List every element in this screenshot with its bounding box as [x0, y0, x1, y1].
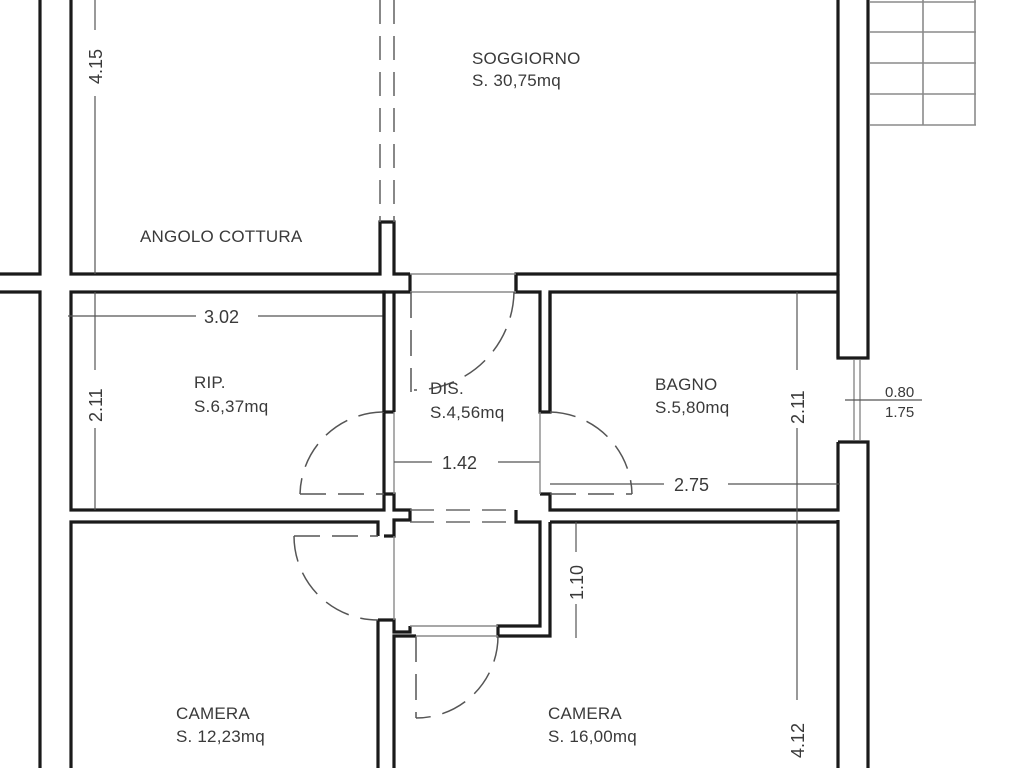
living-room-walls: [514, 0, 840, 292]
soggiorno-name: SOGGIORNO: [472, 49, 581, 68]
rip-name: RIP.: [194, 373, 226, 392]
window-width-label: 0.80: [885, 384, 914, 401]
camera1-area: S. 12,23mq: [176, 727, 265, 746]
dis-walls: [382, 274, 840, 538]
dim-bagno-height-label: 2.11: [788, 390, 808, 424]
dis-bottom-opening: [410, 509, 516, 523]
bagno-walls: [540, 292, 840, 512]
dis-area: S.4,56mq: [430, 403, 504, 422]
camera2-name: CAMERA: [548, 704, 622, 723]
dim-camera2-offset-label: 1.10: [567, 565, 587, 600]
camera1-door: [293, 535, 395, 621]
dim-camera2-height-label: 4.12: [788, 723, 808, 758]
camera2-door: [415, 635, 499, 719]
kitchen-living-opening: [379, 0, 395, 222]
terrace-grid: [870, 0, 976, 126]
rip-door: [299, 411, 385, 495]
dim-rip-width-label: 3.02: [204, 307, 239, 327]
camera2-area: S. 16,00mq: [548, 727, 637, 746]
camera1-name: CAMERA: [176, 704, 250, 723]
rip-area: S.6,37mq: [194, 397, 268, 416]
left-neighbor-walls: [0, 0, 42, 768]
soggiorno-area: S. 30,75mq: [472, 71, 561, 90]
dim-rip-height-label: 2.11: [86, 388, 106, 422]
bagno-name: BAGNO: [655, 375, 717, 394]
camera1-walls: [69, 520, 412, 768]
closet-walls: [410, 510, 552, 638]
exterior-wall-right: [836, 0, 870, 768]
bagno-area: S.5,80mq: [655, 398, 729, 417]
dim-kitchen-height-label: 4.15: [86, 49, 106, 84]
angolo-cottura-name: ANGOLO COTTURA: [140, 227, 303, 246]
dim-bagno-width-label: 2.75: [674, 475, 709, 495]
bagno-door: [539, 411, 633, 495]
camera2-walls: [392, 520, 838, 768]
window-height-label: 1.75: [885, 404, 914, 421]
dis-name: DIS.: [430, 379, 464, 398]
bagno-window: [845, 360, 922, 440]
dim-dis-width-label: 1.42: [442, 453, 477, 473]
dis-door-top: [410, 273, 516, 392]
